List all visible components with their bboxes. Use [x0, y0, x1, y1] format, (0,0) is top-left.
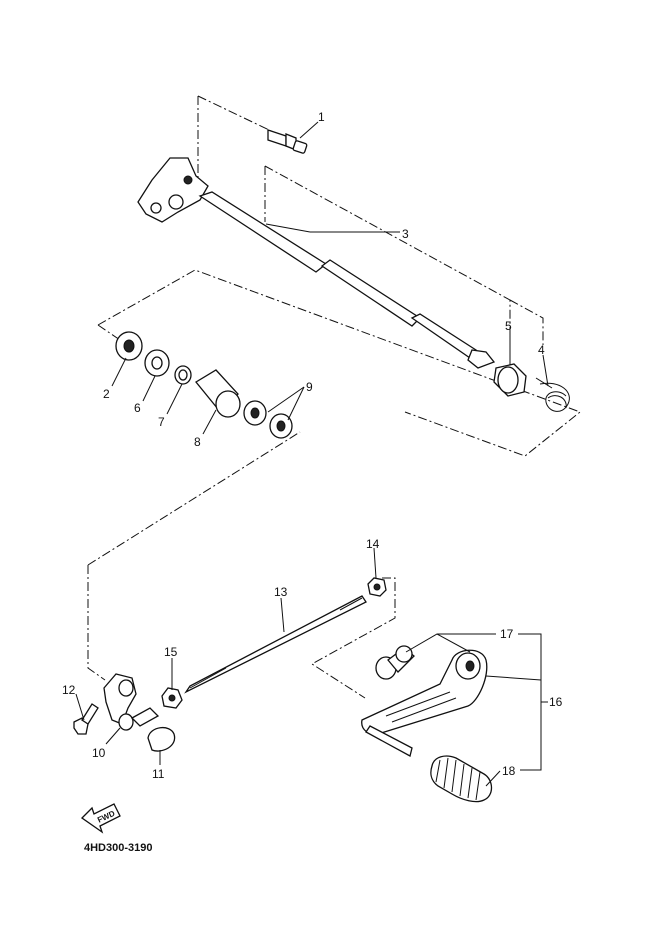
leader-lines [75, 121, 549, 787]
part-joint-17 [375, 645, 415, 680]
callout-4: 4 [538, 343, 545, 357]
part-shift-pedal-16 [361, 649, 488, 757]
fwd-arrow-icon: FWD [80, 803, 121, 834]
part-joint-11 [130, 707, 176, 752]
callout-18: 18 [502, 764, 516, 778]
part-bolt-1 [267, 129, 308, 154]
callout-12: 12 [62, 683, 76, 697]
callout-6: 6 [134, 401, 141, 415]
callout-10: 10 [92, 746, 106, 760]
group-lines [87, 95, 582, 699]
callouts: 1 2 3 4 5 6 7 8 9 10 11 12 13 14 15 16 1… [62, 110, 563, 781]
part-collar-8 [195, 369, 241, 418]
callout-5: 5 [505, 319, 512, 333]
callout-1: 1 [318, 110, 325, 124]
part-spring-4 [535, 377, 570, 412]
part-pedal-rubber-18 [430, 755, 493, 803]
part-oil-seal-2 [115, 331, 143, 361]
callout-11: 11 [152, 767, 165, 781]
callout-3: 3 [402, 227, 409, 241]
diagram-code: 4HD300-3190 [84, 842, 153, 854]
part-nut-15 [161, 687, 183, 709]
callout-2: 2 [103, 387, 110, 401]
callout-17: 17 [500, 627, 514, 641]
part-circlip-7 [174, 365, 192, 385]
part-washer-6 [144, 349, 170, 377]
callout-9: 9 [306, 380, 313, 394]
part-nut-14 [367, 577, 387, 597]
part-shift-shaft-3 [137, 157, 496, 369]
part-collar-5 [493, 363, 527, 397]
part-shift-rod-13 [184, 595, 367, 694]
callout-13: 13 [274, 585, 288, 599]
part-bolt-12 [73, 703, 99, 735]
callout-7: 7 [158, 415, 165, 429]
callout-15: 15 [164, 645, 178, 659]
callout-8: 8 [194, 435, 201, 449]
callout-14: 14 [366, 537, 380, 551]
callout-16: 16 [549, 695, 563, 709]
part-shift-arm-10 [103, 673, 137, 731]
part-oil-seals-9 [243, 400, 293, 439]
